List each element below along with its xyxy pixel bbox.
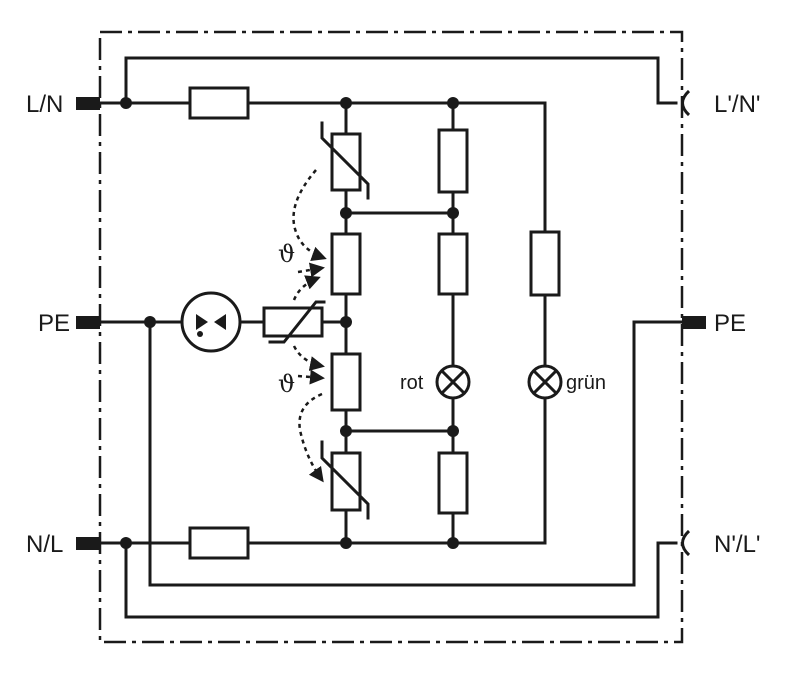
terminal-markers (76, 89, 706, 557)
terminal-label-pe-left: PE (38, 310, 70, 337)
resistor-r3 (437, 451, 469, 515)
gas-discharge-tube (180, 291, 242, 353)
thermal-symbol-upper: ϑ (278, 240, 295, 268)
fuse-top (188, 86, 250, 120)
resistor-r4 (529, 230, 561, 297)
thermal-coupling-arrows (292, 169, 327, 483)
terminal-label-nl: N/L (26, 531, 63, 558)
varistor-bottom (320, 440, 370, 520)
lamp-green-label: grün (566, 372, 606, 394)
terminal-label-ln-prime: L'/N' (714, 91, 761, 118)
junction-dots (120, 97, 459, 549)
resistor-r2 (437, 232, 469, 296)
varistor-top (320, 121, 370, 200)
resistor-r1 (437, 128, 469, 194)
fuse-bottom (188, 526, 250, 560)
lamp-green (527, 364, 563, 400)
varistor-pe (262, 300, 326, 344)
terminal-label-nl-prime: N'/L' (714, 531, 761, 558)
lamp-red-label: rot (400, 372, 424, 394)
thermal-symbol-lower: ϑ (278, 370, 295, 398)
terminal-label-pe-right: PE (714, 310, 746, 337)
terminal-label-ln: L/N (26, 91, 63, 118)
thermal-fuse-upper (330, 232, 362, 296)
enclosure-border (98, 30, 684, 644)
thermal-fuse-lower (330, 352, 362, 412)
lamp-red (435, 364, 471, 400)
